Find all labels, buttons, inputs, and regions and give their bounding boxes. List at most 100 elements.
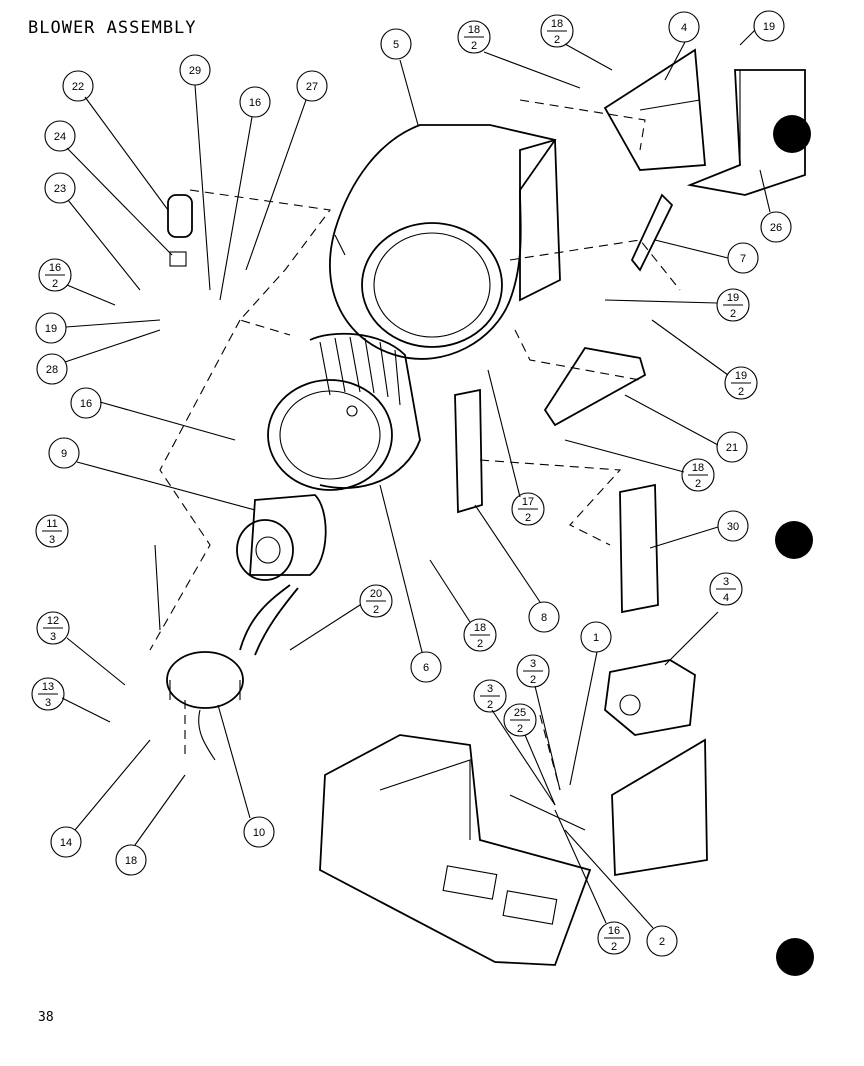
callout-7: 7: [740, 253, 746, 265]
callout-23: 23: [54, 183, 66, 195]
callout-17-2-den: 2: [525, 512, 531, 524]
callout-13-3-num: 13: [42, 681, 54, 693]
callout-18-2b-den: 2: [554, 34, 560, 46]
callout-19b: 19: [763, 21, 775, 33]
callout-20-2-circle: [359, 584, 393, 618]
binder-hole-bottom: [776, 938, 814, 976]
callout-3-4-num: 3: [723, 576, 729, 588]
callout-16a: 16: [249, 97, 261, 109]
callout-22-circle: [62, 70, 94, 102]
callout-12-3-den: 3: [50, 631, 56, 643]
callout-10-circle: [243, 816, 275, 848]
callout-9: 9: [61, 448, 67, 460]
callout-8: 8: [541, 612, 547, 624]
callout-19-2b-circle: [724, 366, 758, 400]
callout-24-circle: [44, 120, 76, 152]
callout-18-2a-den: 2: [471, 40, 477, 52]
assembly-lines: [149, 99, 681, 791]
page-number: 38: [38, 1010, 54, 1025]
callout-23-circle: [44, 172, 76, 204]
binder-hole-top: [773, 115, 811, 153]
callout-16-2a-num: 16: [49, 262, 61, 274]
callout-26: 26: [770, 222, 782, 234]
callout-19-2a-num: 19: [727, 292, 739, 304]
callout-25-2-circle: [503, 703, 537, 737]
callout-16-2b-num: 16: [608, 925, 620, 937]
callout-30-circle: [717, 510, 749, 542]
callout-19-2a-den: 2: [730, 308, 736, 320]
callout-18-2a-num: 18: [468, 24, 480, 36]
capacitor: [167, 194, 193, 267]
callout-12-3-num: 12: [47, 615, 59, 627]
callout-29-circle: [179, 54, 211, 86]
callout-4-circle: [668, 11, 700, 43]
callout-1: 1: [593, 632, 599, 644]
callout-11-3-circle: [35, 514, 69, 548]
callout-19a: 19: [45, 323, 57, 335]
callout-18-2d-num: 18: [474, 622, 486, 634]
callout-19-2a-circle: [716, 288, 750, 322]
page-title: BLOWER ASSEMBLY: [28, 18, 197, 38]
callout-16-2a-circle: [38, 258, 72, 292]
blower-housing: [329, 124, 561, 360]
callout-16-2b-circle: [597, 921, 631, 955]
callout-25-2-den: 2: [517, 723, 523, 735]
panel-8: [454, 388, 483, 514]
callout-27-circle: [296, 70, 328, 102]
callout-3-2a-num: 3: [487, 683, 493, 695]
callout-22: 22: [72, 81, 84, 93]
control-box: [604, 659, 708, 877]
callout-19-2b-num: 19: [735, 370, 747, 382]
callout-14: 14: [60, 837, 72, 849]
callout-18-2c-den: 2: [695, 478, 701, 490]
callout-30: 30: [727, 521, 739, 533]
callout-27: 27: [306, 81, 318, 93]
callout-28: 28: [46, 364, 58, 376]
callout-3-4-circle: [709, 572, 743, 606]
callout-24: 24: [54, 131, 66, 143]
callout-16b-circle: [70, 387, 102, 419]
callout-13-3-den: 3: [45, 697, 51, 709]
callout-2-circle: [646, 925, 678, 957]
callout-17-2-circle: [511, 492, 545, 526]
callout-18-2a-circle: [457, 20, 491, 54]
callout-18-2b-circle: [540, 14, 574, 48]
filter-box: [686, 69, 806, 196]
callout-21: 21: [726, 442, 738, 454]
callout-9-circle: [48, 437, 80, 469]
callouts: [31, 10, 792, 957]
callout-3-2b-num: 3: [530, 658, 536, 670]
motor-mount: [166, 651, 244, 761]
callout-8-circle: [528, 601, 560, 633]
callout-16-2b-den: 2: [611, 941, 617, 953]
bracket-21: [543, 347, 647, 427]
blower-motor: [236, 494, 327, 656]
callout-16-2a-den: 2: [52, 278, 58, 290]
callout-3-2a-circle: [473, 679, 507, 713]
callout-16b: 16: [80, 398, 92, 410]
blower-wheel: [267, 332, 421, 491]
callout-18-2d-circle: [463, 618, 497, 652]
binder-hole-middle: [775, 521, 813, 559]
callout-4: 4: [681, 22, 687, 34]
callout-26-circle: [760, 211, 792, 243]
callout-29: 29: [189, 65, 201, 77]
callout-18-2c-circle: [681, 458, 715, 492]
callout-19a-circle: [35, 312, 67, 344]
callout-16a-circle: [239, 86, 271, 118]
callout-19-2b-den: 2: [738, 386, 744, 398]
callout-20-2-den: 2: [373, 604, 379, 616]
callout-3-2b-den: 2: [530, 674, 536, 686]
callout-21-circle: [716, 431, 748, 463]
callout-14-circle: [50, 826, 82, 858]
callout-6-circle: [410, 651, 442, 683]
callout-3-2b-circle: [516, 654, 550, 688]
bracket-7: [630, 193, 674, 272]
callout-12-3-circle: [36, 611, 70, 645]
callout-19b-circle: [753, 10, 785, 42]
callout-2: 2: [659, 936, 665, 948]
callout-11-3-num: 11: [46, 518, 57, 530]
callout-18-2c-num: 18: [692, 462, 704, 474]
callout-25-2-num: 25: [514, 707, 526, 719]
